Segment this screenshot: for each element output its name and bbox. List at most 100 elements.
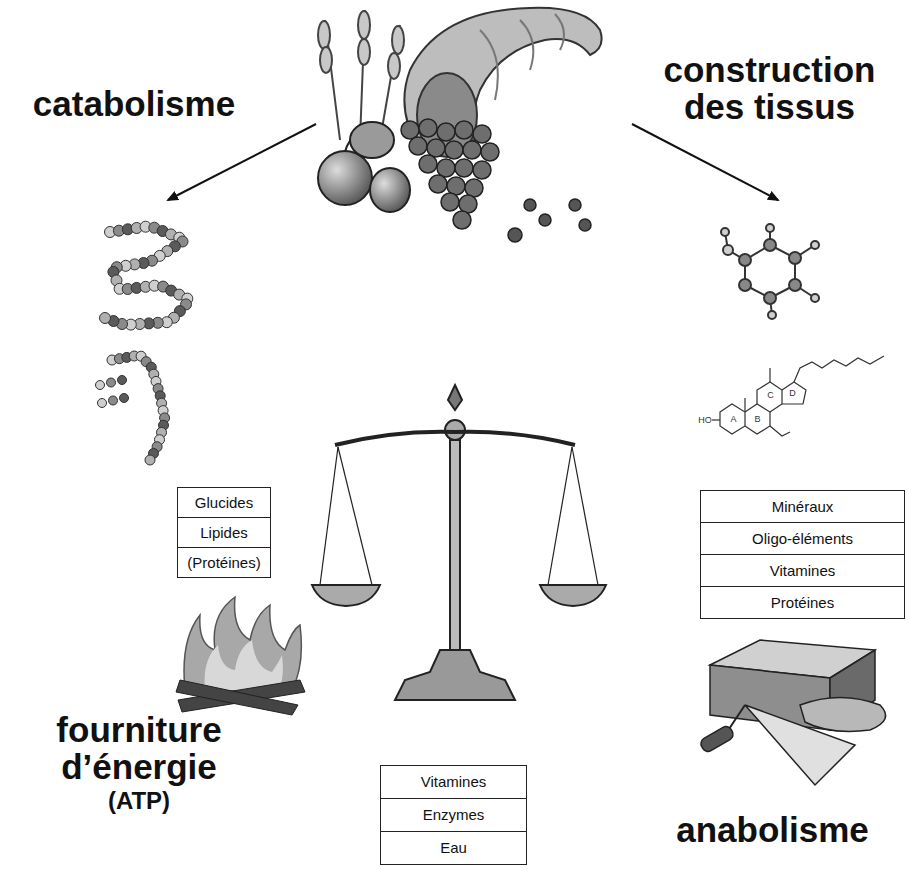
- steroid-structure-part: [745, 368, 790, 436]
- process-title: anabolisme: [640, 812, 905, 849]
- cornucopia-part-part: [318, 21, 330, 49]
- process-title: construction des tissus: [632, 52, 907, 126]
- cornucopia-part: [480, 14, 564, 100]
- balance-scale-part: [312, 585, 380, 606]
- balance-scale-part: [338, 447, 372, 585]
- cell-text: (Protéines): [181, 552, 266, 573]
- steroid-structure-part: [782, 382, 806, 404]
- fatty-acid-chain-part: [98, 399, 107, 408]
- cornucopia-part-part: [539, 214, 551, 226]
- fatty-acid-chain: [96, 351, 170, 465]
- cornucopia-part: [508, 199, 591, 242]
- cell-text: Lipides: [194, 522, 254, 543]
- cornucopia-part-part: [358, 11, 370, 39]
- cornucopia-part-part: [455, 159, 473, 177]
- steroid-structure: [712, 356, 884, 436]
- brick-and-trowel: [699, 640, 886, 785]
- cornucopia: [318, 8, 602, 242]
- table-cell: Oligo-éléments: [700, 522, 905, 555]
- catabolism-arrow-part: [168, 124, 316, 200]
- cornucopia-part-part: [409, 137, 427, 155]
- fatty-acid-chain-part: [145, 455, 155, 465]
- steroid-structure-part: [712, 419, 720, 420]
- cornucopia-part-part: [437, 159, 455, 177]
- cornucopia-part: [401, 119, 499, 229]
- cornucopia-part-part: [579, 219, 591, 231]
- cornucopia-part-part: [427, 139, 445, 157]
- table-cell: Protéines: [700, 586, 905, 619]
- ball-and-stick-molecule-part-part: [811, 294, 819, 302]
- cornucopia-part-part: [524, 199, 536, 211]
- cornucopia-part-part: [320, 47, 332, 73]
- cornucopia-part-part: [419, 119, 437, 137]
- balance-scale-part: [320, 447, 338, 585]
- ball-and-stick-molecule-part-part: [739, 279, 751, 291]
- table-cell: Lipides: [177, 517, 271, 548]
- polysaccharide-chain-part: [100, 313, 111, 324]
- brick-and-trowel-part: [800, 698, 886, 732]
- process-subtitle: (ATP): [8, 788, 270, 814]
- balance-scale-part: [395, 650, 515, 700]
- cornucopia-part-part: [437, 123, 455, 141]
- balance-scale-part: [450, 440, 460, 650]
- cornucopia-part-part: [388, 53, 400, 79]
- balance-scale-part: [540, 585, 606, 606]
- cornucopia-part-part: [481, 143, 499, 161]
- table-cell: Vitamines: [380, 765, 527, 799]
- ball-and-stick-molecule-part-part: [764, 292, 776, 304]
- ball-and-stick-molecule-part: [721, 224, 819, 319]
- cornucopia-part: [370, 168, 410, 212]
- process-title: fourniture d’énergie: [8, 712, 270, 786]
- ring-letter: C: [766, 391, 775, 400]
- fire: [176, 597, 305, 715]
- fatty-acid-chain-part: [96, 381, 105, 390]
- cornucopia-part-part: [358, 39, 370, 65]
- catabolism-arrow: [168, 124, 316, 200]
- cell-text: Eau: [434, 837, 473, 858]
- fatty-acid-chain-part: [109, 396, 118, 405]
- cell-text: Protéines: [765, 592, 840, 613]
- cornucopia-part-part: [508, 228, 522, 242]
- cornucopia-part: [318, 10, 404, 140]
- cell-text: Oligo-éléments: [746, 528, 859, 549]
- table-cell: Enzymes: [380, 798, 527, 832]
- cell-text: Glucides: [189, 492, 259, 513]
- ring-letter: A: [729, 415, 738, 424]
- ball-and-stick-molecule-part-part: [768, 311, 776, 319]
- balance-scale-part: [572, 447, 598, 585]
- cell-text: Vitamines: [415, 771, 493, 792]
- ball-and-stick-molecule-part-part: [789, 279, 801, 291]
- ball-and-stick-molecule-part-part: [789, 252, 801, 264]
- process-title: catabolisme: [14, 86, 254, 123]
- ring-letter: HO: [698, 416, 712, 425]
- cornucopia-part-part: [401, 121, 419, 139]
- ball-and-stick-molecule-part-part: [723, 245, 733, 255]
- table-cell: Minéraux: [700, 490, 905, 523]
- steroid-structure-part: [757, 382, 782, 412]
- steroid-structure-part: [794, 356, 884, 382]
- cornucopia-part: [350, 122, 394, 158]
- cornucopia-part-part: [453, 211, 471, 229]
- ball-and-stick-molecule-part-part: [721, 228, 729, 236]
- anabolism-arrow-part: [632, 124, 778, 200]
- table-cell: Glucides: [177, 487, 271, 518]
- ball-and-stick-molecule-part-part: [764, 239, 776, 251]
- cornucopia-part-part: [429, 175, 447, 193]
- ball-and-stick-molecule-part-part: [739, 254, 751, 266]
- cornucopia-part-part: [455, 121, 473, 139]
- fatty-acid-chain-part: [120, 394, 129, 403]
- cornucopia-part-part: [473, 161, 491, 179]
- cornucopia-part-part: [473, 125, 491, 143]
- cornucopia-part: [318, 151, 372, 205]
- cell-text: Enzymes: [417, 804, 491, 825]
- cornucopia-part-part: [392, 26, 404, 54]
- fatty-acid-chain-part: [107, 378, 116, 387]
- balance-scale-part: [448, 385, 462, 410]
- cell-text: Vitamines: [764, 560, 842, 581]
- cornucopia-part-part: [441, 193, 459, 211]
- ring-letter: B: [753, 415, 762, 424]
- anabolism-arrow: [632, 124, 778, 200]
- ball-and-stick-molecule-part: [739, 239, 801, 304]
- balance-scale-part: [548, 447, 572, 585]
- table-cell: Vitamines: [700, 554, 905, 587]
